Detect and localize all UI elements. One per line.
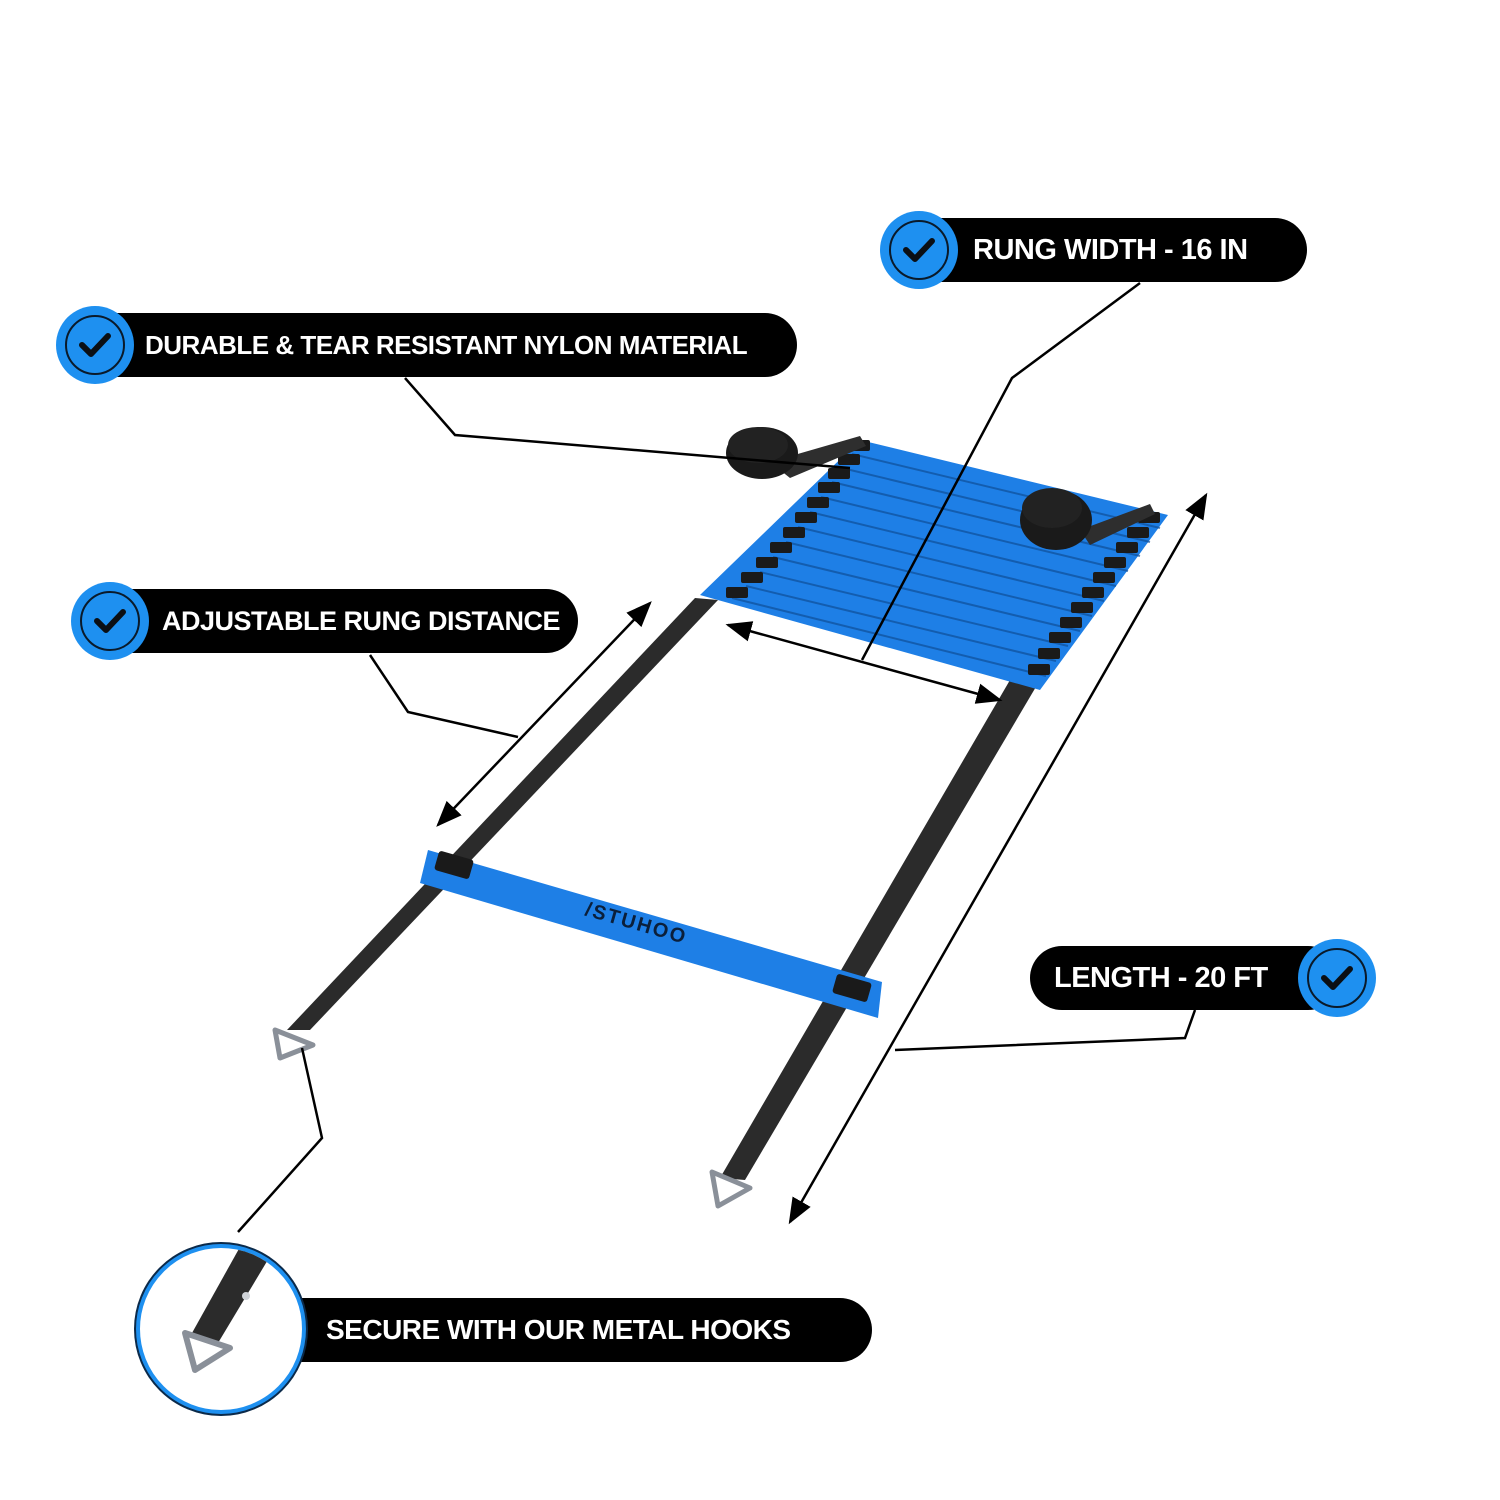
length-arrow bbox=[788, 492, 1208, 1225]
check-circle-icon bbox=[1298, 939, 1376, 1017]
callout-hooks: SECURE WITH OUR METAL HOOKS bbox=[262, 1298, 872, 1362]
left-metal-hook bbox=[272, 1027, 316, 1061]
leader-length bbox=[894, 1009, 1197, 1052]
rolled-strap-left bbox=[726, 427, 866, 479]
callout-material: DURABLE & TEAR RESISTANT NYLON MATERIAL bbox=[85, 313, 797, 377]
leader-hooks bbox=[237, 1047, 324, 1233]
single-rung: /STUHOO bbox=[420, 850, 882, 1018]
leader-rung-distance bbox=[368, 654, 519, 739]
callout-rung-distance-label: ADJUSTABLE RUNG DISTANCE bbox=[162, 605, 561, 636]
callout-length-label: LENGTH - 20 FT bbox=[1054, 961, 1268, 994]
rung-distance-arrow bbox=[436, 601, 652, 827]
callout-rung-width: RUNG WIDTH - 16 IN bbox=[905, 218, 1307, 282]
callout-hooks-label: SECURE WITH OUR METAL HOOKS bbox=[326, 1314, 791, 1345]
callout-length: LENGTH - 20 FT bbox=[1030, 946, 1340, 1010]
leader-material bbox=[404, 377, 851, 470]
check-circle-icon bbox=[880, 211, 958, 289]
check-circle-icon bbox=[71, 582, 149, 660]
metal-hook-closeup bbox=[136, 1244, 306, 1414]
callout-rung-distance: ADJUSTABLE RUNG DISTANCE bbox=[100, 589, 578, 653]
callout-rung-width-label: RUNG WIDTH - 16 IN bbox=[973, 233, 1248, 266]
callout-material-label: DURABLE & TEAR RESISTANT NYLON MATERIAL bbox=[145, 329, 748, 360]
leader-rung-width bbox=[860, 281, 1141, 661]
check-circle-icon bbox=[56, 306, 134, 384]
right-strap bbox=[720, 680, 1040, 1180]
right-metal-hook bbox=[709, 1169, 753, 1209]
left-strap bbox=[287, 598, 718, 1030]
